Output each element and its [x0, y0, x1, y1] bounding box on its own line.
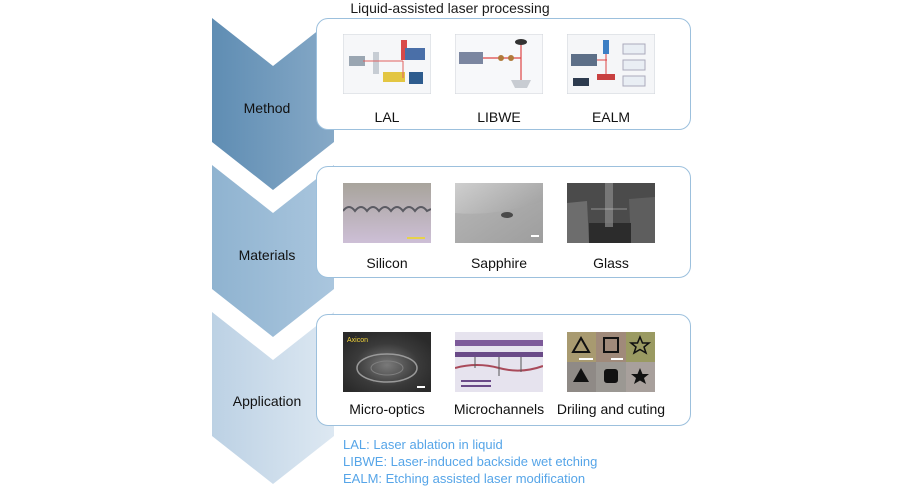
glass-sem-image: [567, 183, 655, 243]
sapphire-sem-image: [455, 183, 543, 243]
micro-optics-image: Axicon: [343, 332, 431, 392]
drilling-cutting-image: [567, 332, 655, 392]
stage-label-method: Method: [243, 100, 291, 116]
caption-lal: LAL: [374, 109, 400, 125]
method-chevron: [212, 18, 334, 190]
stage-label-application: Application: [232, 393, 302, 409]
caption-micro-optics: Micro-optics: [349, 401, 425, 417]
ealm-setup-image: [567, 34, 655, 94]
caption-sapphire: Sapphire: [470, 255, 528, 271]
caption-ealm: EALM: [591, 109, 631, 125]
silicon-sem-image: [343, 183, 431, 243]
legend-libwe: LIBWE: Laser-induced backside wet etchin…: [343, 454, 598, 469]
caption-libwe: LIBWE: [477, 109, 521, 125]
axicon-label: Axicon: [347, 337, 368, 344]
materials-chevron: [212, 165, 334, 337]
caption-silicon: Silicon: [366, 255, 408, 271]
stage-label-materials: Materials: [238, 247, 296, 263]
caption-microchannels: Microchannels: [453, 401, 545, 417]
lal-setup-image: [343, 34, 431, 94]
caption-glass: Glass: [593, 255, 629, 271]
microchannels-image: [455, 332, 543, 392]
diagram-title: Liquid-assisted laser processing: [350, 0, 550, 16]
legend-lal: LAL: Laser ablation in liquid: [343, 437, 503, 452]
caption-drilling-cutting: Driling and cuting: [556, 401, 666, 417]
application-chevron: [212, 312, 334, 484]
libwe-setup-image: [455, 34, 543, 94]
legend-ealm: EALM: Etching assisted laser modificatio…: [343, 471, 586, 486]
